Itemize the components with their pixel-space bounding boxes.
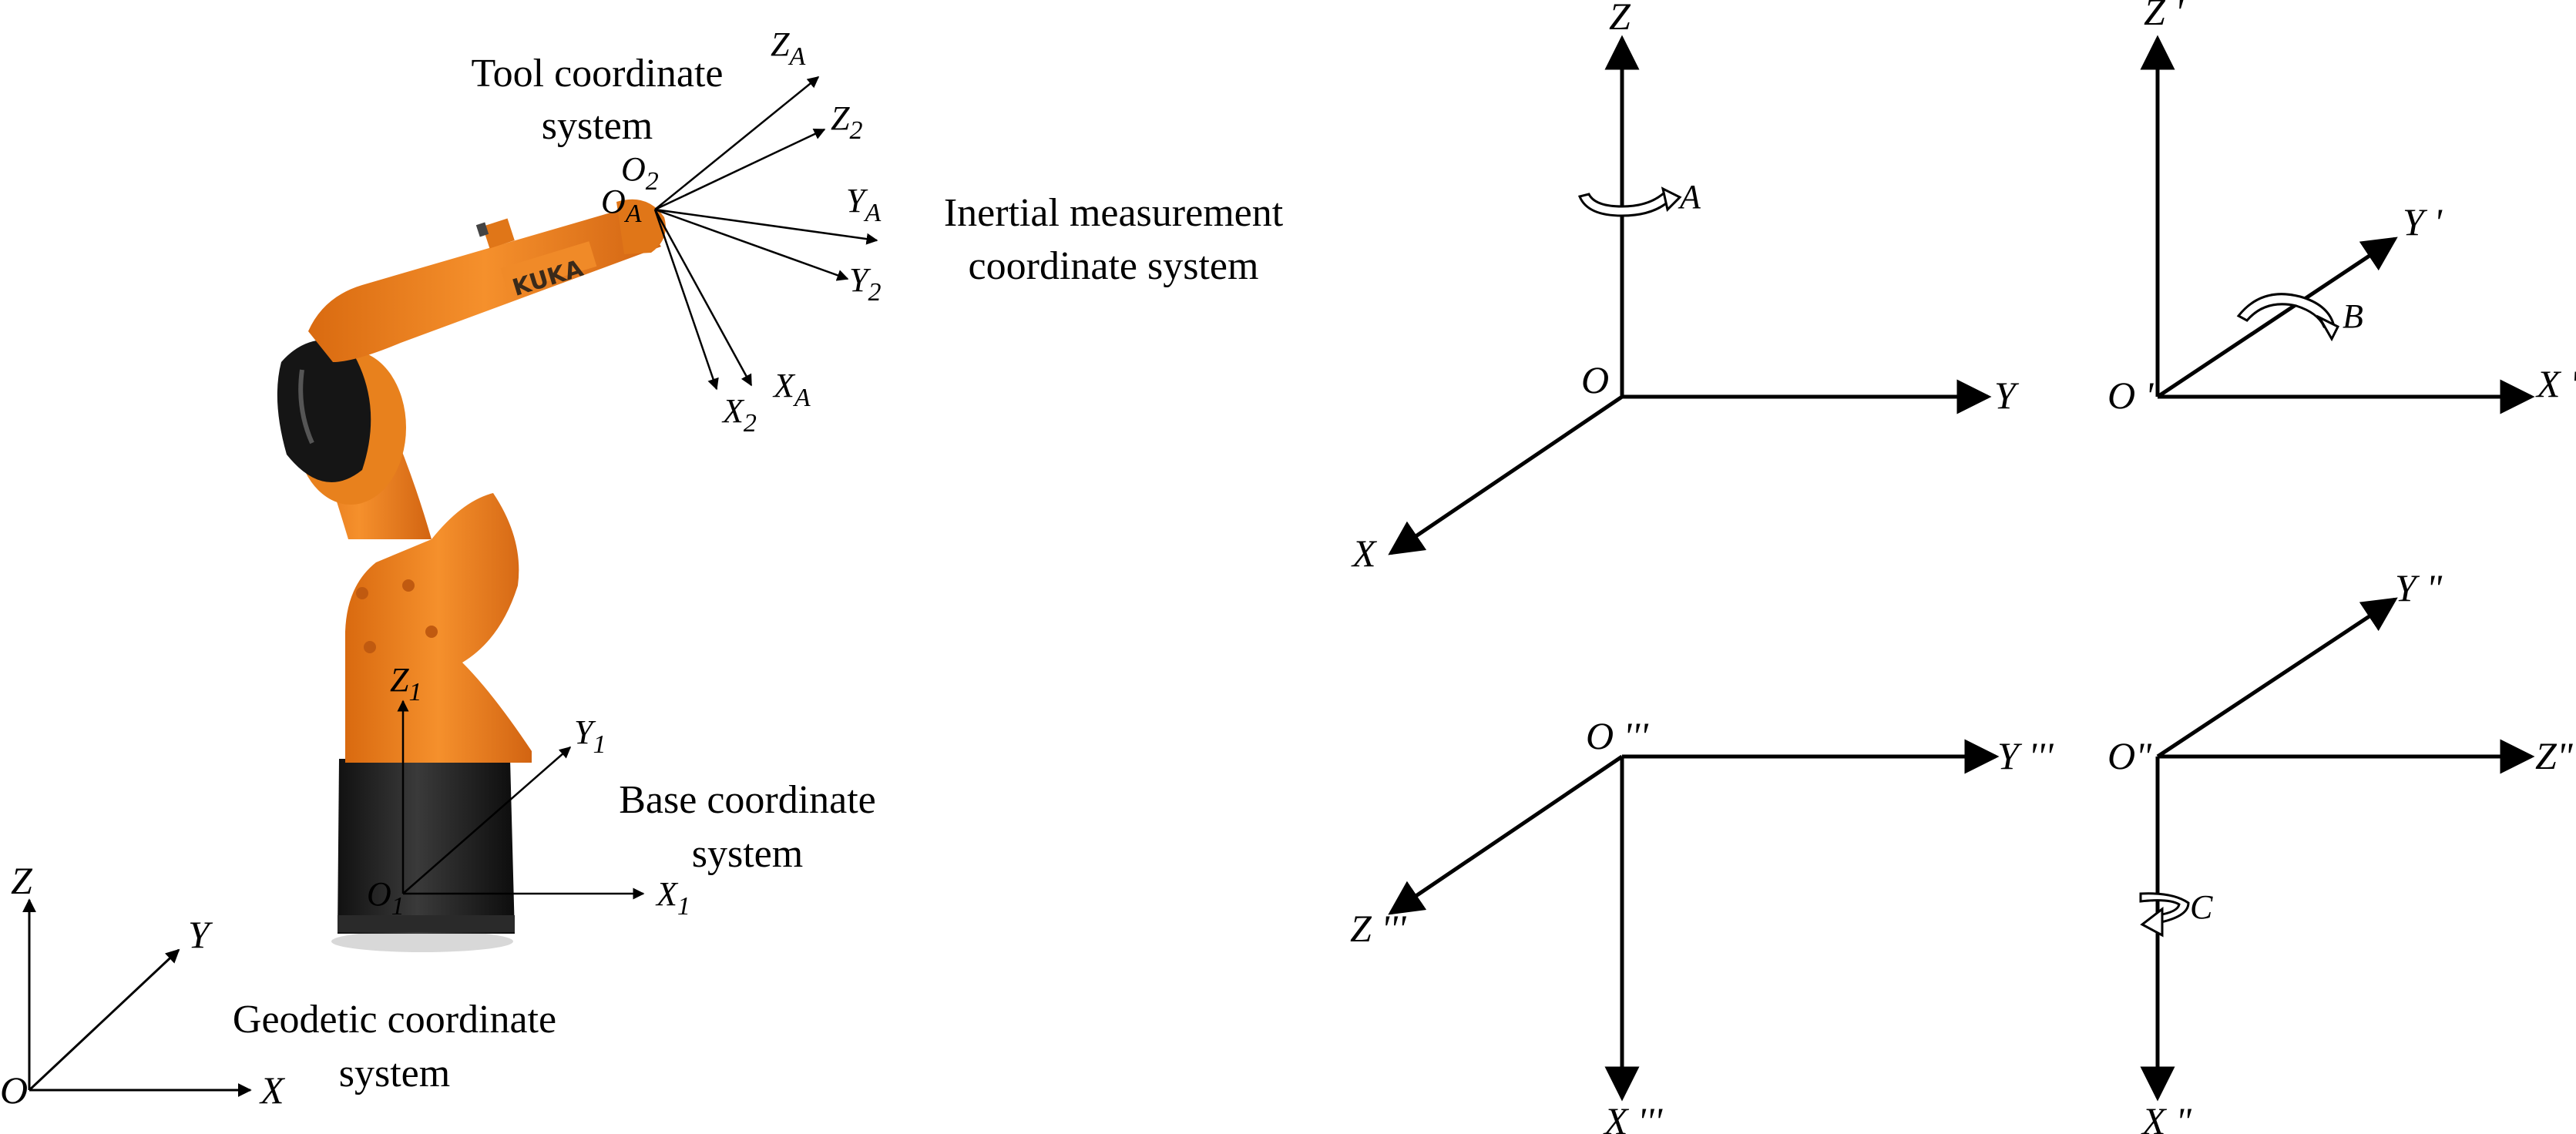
tool-caption-line2: system: [542, 104, 653, 148]
kuka-robot-illustration: KUKA: [277, 199, 666, 952]
base-axes: [397, 700, 645, 900]
panel-b-origin-label: O ': [2107, 374, 2155, 417]
panel-b-x-label: X ': [2535, 362, 2576, 405]
panel-final-origin-label: O ''': [1586, 714, 1649, 757]
geodetic-x-label: X: [259, 1069, 286, 1112]
base-y-label: Y1: [574, 713, 606, 759]
tool-x-label: X2: [721, 392, 757, 438]
rotation-panel-c: [2139, 597, 2535, 1102]
panel-b-rotation-label: B: [2343, 297, 2363, 335]
geodetic-axes: [22, 898, 252, 1097]
panel-a-z-label: Z: [1609, 0, 1631, 38]
imu-z-label: ZA: [771, 25, 805, 71]
geodetic-caption-line2: system: [339, 1052, 450, 1095]
imu-origin-label: OA: [601, 183, 642, 228]
geodetic-y-label: Y: [188, 913, 213, 956]
panel-final-x-label: X ''': [1603, 1099, 1663, 1134]
panel-a-origin-label: O: [1581, 358, 1609, 401]
panel-c-x-label: X ": [2141, 1099, 2192, 1134]
rotation-arrow-a-icon: [1577, 191, 1676, 217]
rotation-panel-final: [1388, 739, 2000, 1102]
panel-final-z-label: Z ''': [1350, 907, 1407, 950]
panel-a-x-label: X: [1351, 532, 1378, 575]
tool-caption-line1: Tool coordinate: [471, 52, 723, 96]
base-x-label: X1: [655, 875, 690, 921]
base-z-label: Z1: [390, 661, 421, 706]
tool-y-label: Y2: [849, 261, 881, 307]
inertial-caption-line2: coordinate system: [969, 244, 1259, 288]
tool-origin-label: O2: [621, 150, 659, 196]
imu-x-label: XA: [772, 367, 811, 412]
panel-a-y-label: Y: [1994, 374, 2020, 417]
base-origin-label: O1: [367, 875, 405, 921]
tool-imu-axes: [653, 76, 878, 391]
rotation-panel-b: [2140, 35, 2535, 414]
imu-y-label: YA: [846, 182, 881, 227]
base-caption-line1: Base coordinate: [619, 778, 876, 822]
panel-a-rotation-label: A: [1678, 178, 1701, 216]
rotation-arrow-c-icon: [2139, 892, 2190, 924]
rotation-panel-a: [1388, 35, 1992, 555]
geodetic-z-label: Z: [11, 859, 33, 902]
panel-c-z-label: Z": [2535, 734, 2574, 777]
geodetic-caption-line1: Geodetic coordinate: [233, 998, 556, 1042]
geodetic-origin-label: O: [0, 1069, 28, 1112]
panel-final-y-label: Y ''': [1997, 734, 2054, 777]
panel-b-y-label: Y ': [2403, 200, 2443, 243]
panel-c-origin-label: O": [2107, 734, 2152, 777]
panel-c-y-label: Y ": [2395, 566, 2443, 609]
tool-z-label: Z2: [831, 99, 862, 145]
panel-c-rotation-label: C: [2190, 888, 2213, 926]
panel-b-z-label: Z ': [2144, 0, 2184, 33]
inertial-caption-line1: Inertial measurement: [944, 191, 1284, 235]
base-caption-line2: system: [692, 832, 803, 876]
